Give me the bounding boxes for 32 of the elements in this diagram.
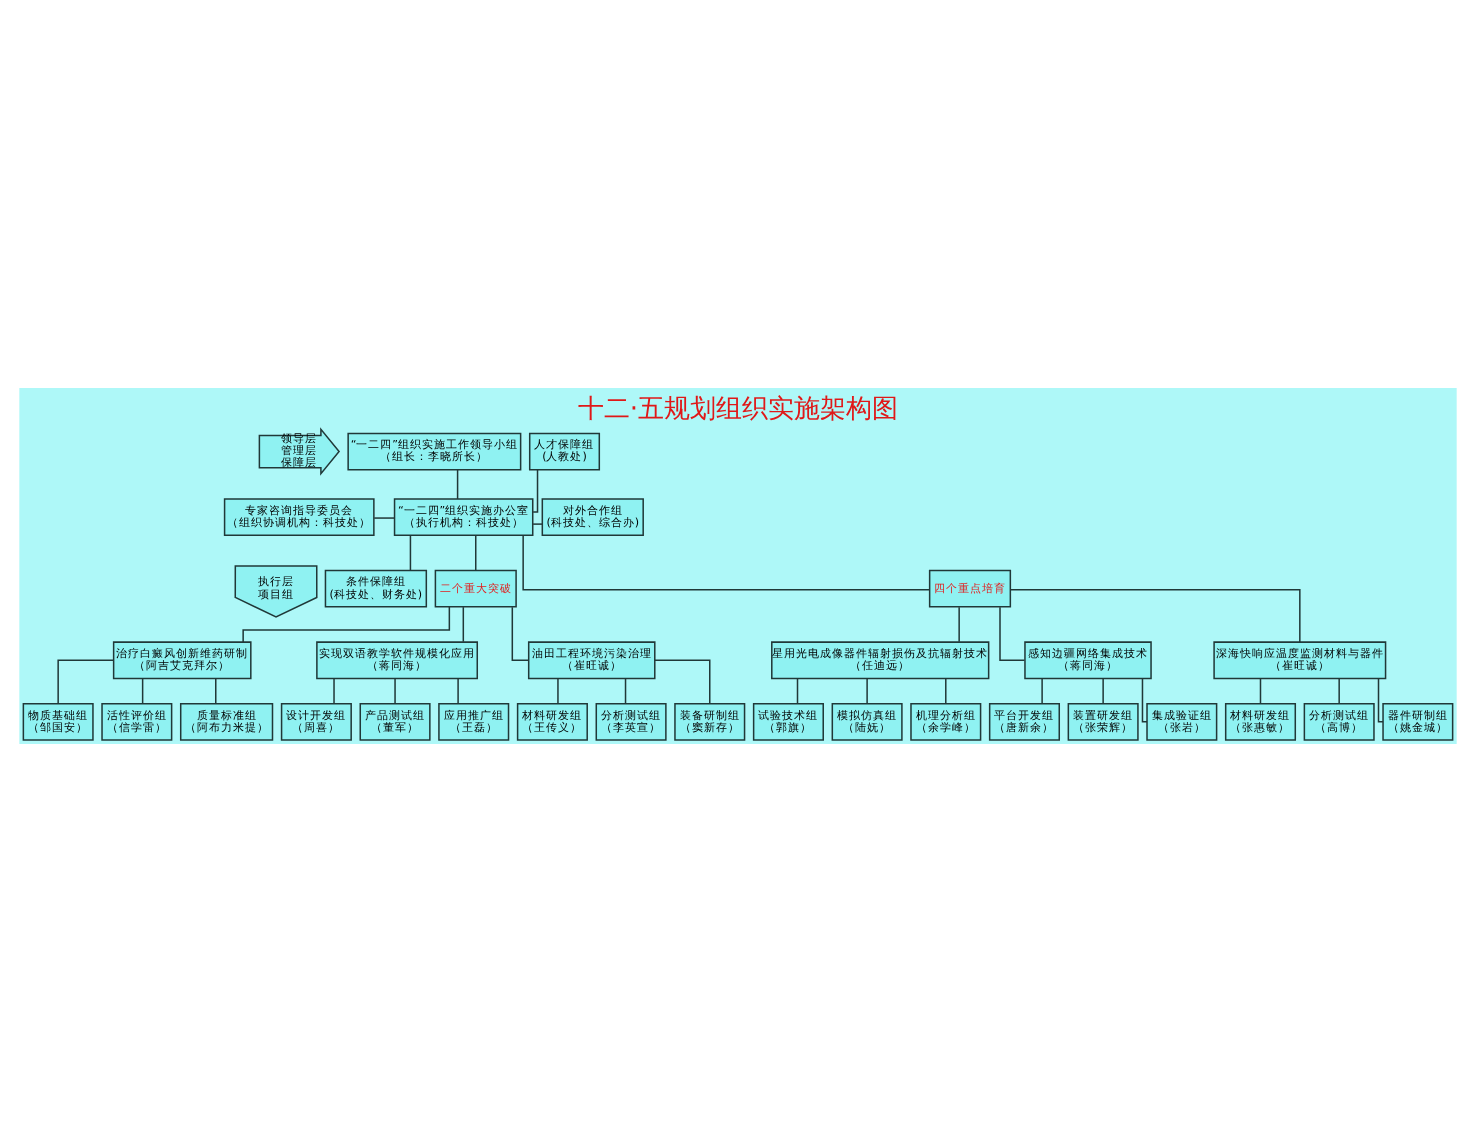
connector — [1041, 677, 1043, 704]
connector — [999, 605, 1026, 661]
connector — [1338, 677, 1340, 704]
connector — [511, 605, 530, 661]
connector — [409, 533, 412, 570]
connector — [333, 677, 335, 704]
connector — [522, 533, 931, 590]
connector — [958, 605, 960, 642]
connector — [462, 605, 465, 642]
connector — [1009, 587, 1301, 642]
connector — [866, 677, 868, 704]
connector — [57, 658, 115, 704]
connector — [532, 468, 539, 512]
connector — [394, 677, 396, 704]
connector — [242, 605, 451, 642]
diagram-title: 十二·五规划组织实施架构图 — [577, 394, 899, 425]
connector — [1102, 677, 1104, 704]
connector — [796, 677, 799, 704]
connector — [456, 468, 459, 499]
connector — [215, 677, 217, 704]
connector — [624, 677, 627, 704]
connector — [1141, 677, 1148, 722]
connector — [373, 516, 396, 518]
connector — [1377, 677, 1384, 722]
connector — [945, 677, 947, 704]
connector — [457, 677, 459, 704]
connector — [1259, 677, 1262, 704]
connector — [532, 522, 543, 524]
connector — [654, 658, 711, 704]
connector — [475, 533, 477, 570]
connector — [141, 677, 144, 704]
connector — [557, 677, 559, 704]
